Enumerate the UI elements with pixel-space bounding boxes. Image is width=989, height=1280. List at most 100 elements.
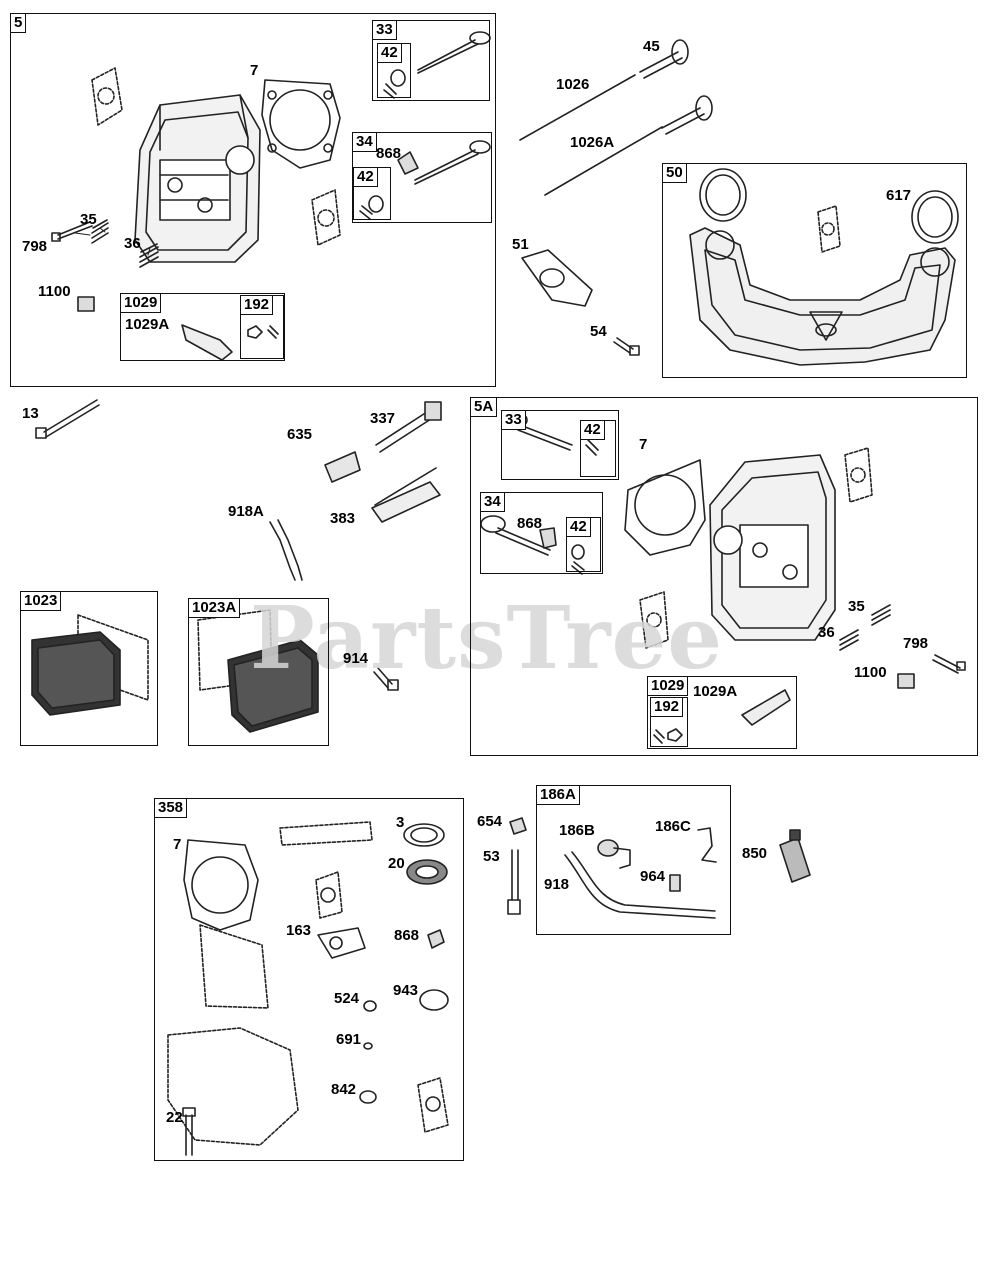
group-42-d-tag: 42 [566,517,591,537]
group-33-b-box [501,410,619,480]
part-label-943: 943 [393,982,419,999]
part-label-54: 54 [590,323,607,340]
part-label-20: 20 [388,855,405,872]
oring-617-left-drawing [699,168,747,222]
leader-lines [74,227,151,256]
intake-gasket-1-drawing [91,67,341,246]
part-label-635: 635 [287,426,313,443]
part-label-1100: 1100 [38,283,71,300]
pushrod-1026A-drawing [544,95,713,196]
cylinder-head-1-drawing [134,94,261,263]
group-5-box [10,13,496,387]
part-label-337: 337 [370,410,396,427]
part-label-524: 524 [334,990,360,1007]
clip-1100-a-drawing [77,296,95,312]
group-1029-a-box [120,293,285,361]
group-186A-tag: 186A [536,785,580,805]
group-34-a-box [352,132,492,223]
manifold-gasket-drawing [817,205,841,253]
part-label-35-5A: 35 [848,598,865,615]
nut-192-b-drawing [653,728,683,744]
part-label-842: 842 [331,1081,357,1098]
part-label-13: 13 [22,405,39,422]
part-label-22: 22 [166,1109,183,1126]
spark-cap-635-drawing [324,451,361,483]
group-186A-box [536,785,731,935]
part-label-3: 3 [396,814,405,831]
part-label-36: 36 [124,235,141,252]
sealant-850-drawing [779,829,811,883]
clip-1100-b-drawing [897,673,915,689]
intake-gasket-2-drawing [639,447,873,649]
group-34-b-box [480,492,603,574]
group-42-a-tag: 42 [377,43,402,63]
part-label-914: 914 [343,650,369,667]
group-1023-tag: 1023 [20,591,62,611]
valve-cover-1023A-drawing [197,609,319,733]
part-label-186B: 186B [559,822,595,839]
valve-34-a-drawing [359,140,491,220]
rocker-1029A-b-drawing [741,689,791,726]
group-358-box [154,798,464,1161]
group-1023-box [20,591,158,746]
part-label-1026: 1026 [556,76,590,93]
intake-manifold-drawing [689,227,956,366]
part-label-45: 45 [643,38,660,55]
group-1023A-box [188,598,329,746]
part-label-7-358: 7 [173,836,182,853]
part-label-654: 654 [477,813,503,830]
part-label-868: 868 [376,145,402,162]
rocker-1029A-a-drawing [181,324,233,361]
part-label-7-5A: 7 [639,436,648,453]
cylinder-head-2-drawing [709,454,836,641]
part-label-868-5A: 868 [517,515,543,532]
gasket-51-drawing [521,249,593,307]
part-label-964: 964 [640,868,666,885]
bolt-54-drawing [613,337,640,356]
spark-plug-337-drawing [375,401,442,453]
group-1029-b-box [647,676,797,749]
nut-192-a-drawing [247,325,279,339]
bolt-798-b-drawing [932,654,966,674]
part-label-1029A: 1029A [125,316,170,333]
tube-964-drawing [669,874,681,892]
head-gasket-1-drawing [261,79,341,169]
part-label-35: 35 [80,211,97,228]
group-1029-a-tag: 1029 [120,293,162,313]
part-label-1029A-5A: 1029A [693,683,738,700]
part-label-36-5A: 36 [818,624,835,641]
group-1029-b-tag: 1029 [647,676,689,696]
part-label-617: 617 [886,187,912,204]
bolt-914-drawing [373,667,399,691]
pushrod-45-drawing [639,39,689,79]
breather-tube-918A-drawing [269,519,303,581]
spring-35-b-drawing [871,604,891,626]
part-label-798: 798 [22,238,48,255]
part-label-918A: 918A [228,503,264,520]
part-label-383: 383 [330,510,356,527]
part-label-868-358: 868 [394,927,420,944]
ignition-383-drawing [371,467,441,523]
group-5A-box [470,397,978,756]
part-label-691: 691 [336,1031,362,1048]
spring-36-b-drawing [839,629,859,651]
group-1023A-tag: 1023A [188,598,241,618]
fitting-186C-drawing [697,827,717,863]
part-label-1026A: 1026A [570,134,615,151]
part-label-186C: 186C [655,818,691,835]
group-33-a-tag: 33 [372,20,397,40]
group-358-tag: 358 [154,798,188,818]
head-gasket-2-drawing [624,459,706,556]
stud-53-drawing [507,849,521,915]
part-label-850: 850 [742,845,768,862]
group-50-box [662,163,967,378]
part-label-798-5A: 798 [903,635,929,652]
valve-cover-1023-drawing [31,614,149,716]
nut-654-drawing [509,817,527,835]
gasket-set-358-drawing [167,821,449,1156]
part-label-163: 163 [286,922,312,939]
bolt-13-drawing [35,399,100,439]
hose-918-drawing [564,851,716,919]
group-33-b-tag: 33 [501,410,526,430]
